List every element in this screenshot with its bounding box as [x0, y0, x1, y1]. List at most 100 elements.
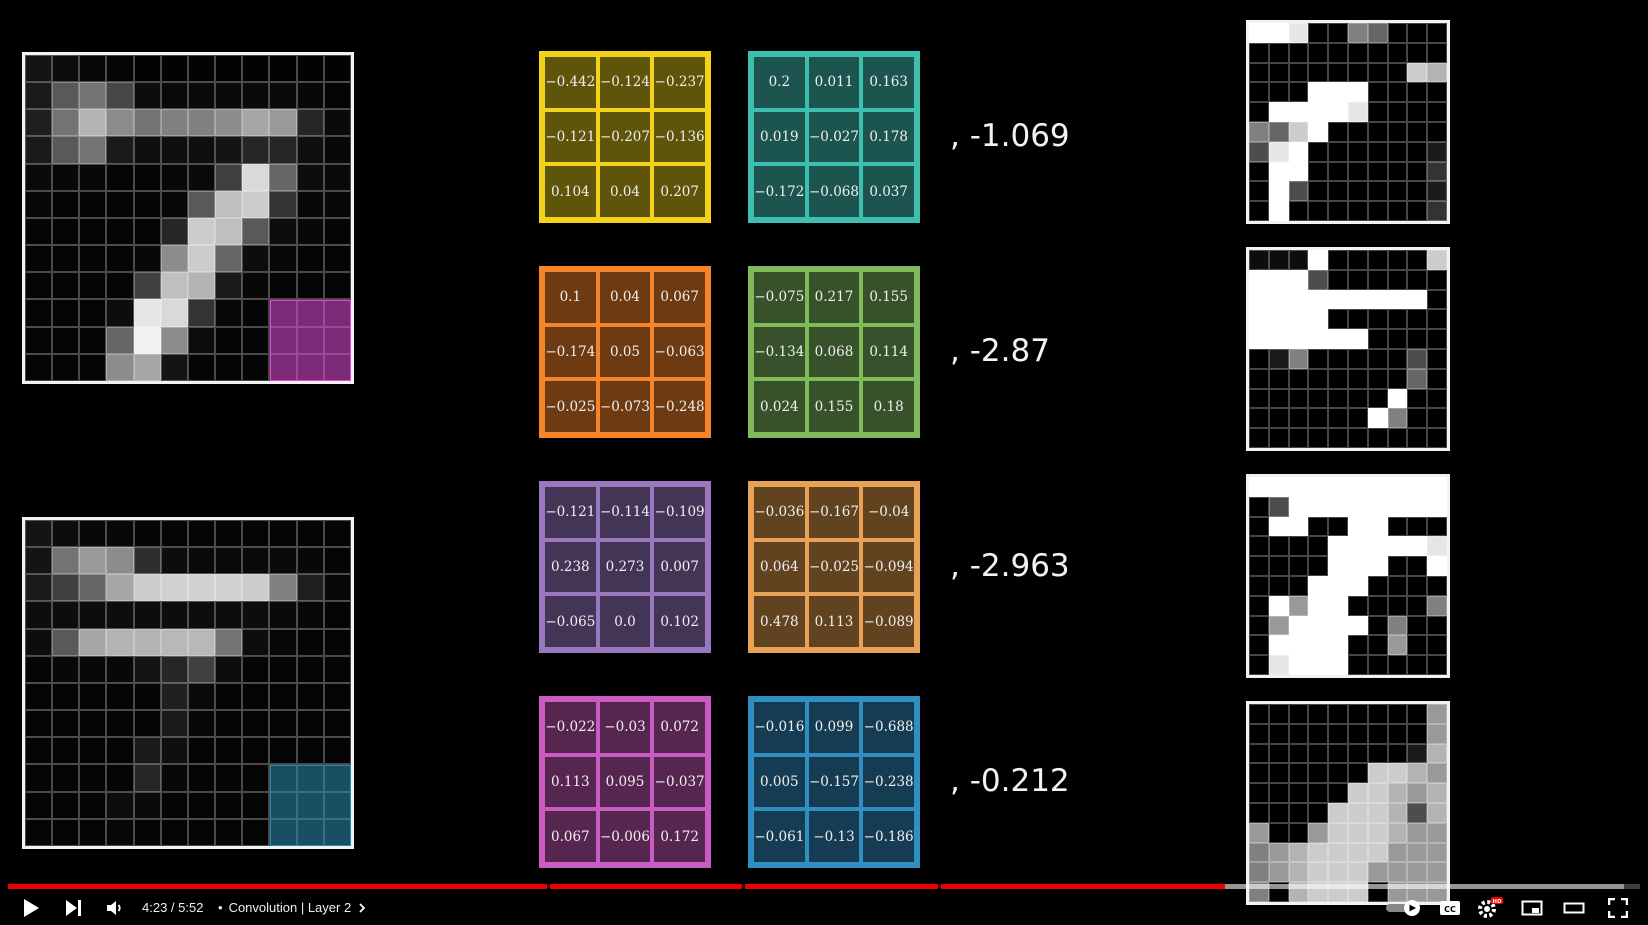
output-pixel — [1387, 161, 1408, 182]
output-pixel — [1268, 102, 1289, 122]
input-pixel — [133, 55, 161, 83]
input-pixel — [106, 353, 134, 381]
output-pixel — [1328, 121, 1348, 142]
output-pixel — [1308, 536, 1329, 557]
output-pixel — [1249, 309, 1269, 330]
output-pixel — [1347, 102, 1368, 122]
output-pixel — [1308, 201, 1329, 221]
output-pixel — [1249, 161, 1269, 182]
output-pixel — [1367, 862, 1388, 883]
input-pixel — [79, 818, 107, 846]
kernel-weight: −0.016 — [752, 700, 807, 755]
output-pixel — [1328, 595, 1348, 616]
next-button[interactable] — [56, 890, 90, 925]
output-pixel — [1407, 635, 1428, 656]
settings-button[interactable]: HD — [1472, 890, 1508, 925]
output-pixel — [1249, 201, 1269, 221]
input-pixel — [25, 55, 53, 83]
output-pixel — [1328, 723, 1348, 744]
kernel-weight: −0.025 — [543, 379, 598, 434]
kernel-weight: −0.075 — [752, 270, 807, 325]
output-pixel — [1367, 141, 1388, 162]
output-pixel — [1367, 595, 1388, 616]
output-pixel — [1387, 428, 1408, 448]
kernel-weight: 0.064 — [752, 539, 807, 595]
input-pixel — [133, 791, 161, 819]
miniplayer-icon — [1521, 900, 1543, 915]
kernel-weight: −0.167 — [806, 485, 862, 540]
input-pixel — [79, 163, 107, 191]
kernel-weight: −0.065 — [543, 594, 598, 649]
output-pixel — [1328, 802, 1348, 823]
kernel-weight: 0.163 — [861, 55, 916, 110]
kernel-weight: −0.13 — [806, 809, 862, 864]
input-pixel — [242, 574, 270, 602]
input-pixel — [323, 682, 351, 711]
output-pixel — [1367, 635, 1388, 656]
kernel-weight: 0.113 — [806, 594, 862, 649]
feature-map-3 — [1246, 474, 1450, 678]
theater-button[interactable] — [1556, 890, 1592, 925]
output-pixel — [1427, 763, 1447, 784]
miniplayer-button[interactable] — [1514, 890, 1550, 925]
kernel-weight: 0.099 — [806, 700, 862, 755]
captions-button[interactable]: CC — [1432, 890, 1468, 925]
autoplay-toggle[interactable] — [1382, 890, 1428, 925]
output-pixel — [1288, 141, 1309, 162]
output-pixel — [1407, 882, 1428, 902]
input-pixel — [160, 764, 188, 792]
kernel-weight: 0.068 — [806, 324, 862, 380]
input-pixel — [25, 547, 53, 575]
output-pixel — [1387, 763, 1408, 784]
output-pixel — [1268, 743, 1289, 764]
input-pixel — [187, 520, 216, 548]
fullscreen-button[interactable] — [1600, 890, 1636, 925]
input-pixel — [296, 163, 324, 191]
input-pixel — [160, 109, 188, 137]
input-pixel — [242, 217, 270, 246]
output-pixel — [1308, 348, 1329, 369]
chapter-title: Convolution | Layer 2 — [228, 900, 352, 915]
volume-button[interactable] — [98, 890, 132, 925]
progress-bar[interactable] — [8, 884, 1640, 889]
kernel-weight: −0.03 — [597, 700, 653, 755]
input-pixel — [25, 163, 53, 191]
output-pixel — [1427, 575, 1447, 596]
input-pixel — [323, 547, 351, 575]
output-pixel — [1407, 822, 1428, 843]
output-pixel — [1427, 822, 1447, 843]
input-pixel — [160, 326, 188, 354]
input-pixel — [52, 136, 80, 164]
kernel-weight: 0.478 — [752, 594, 807, 649]
input-pixel — [242, 55, 270, 83]
input-pixel — [106, 136, 134, 164]
input-pixel — [215, 791, 243, 819]
output-pixel — [1249, 477, 1269, 497]
input-pixel — [323, 601, 351, 629]
output-pixel — [1407, 201, 1428, 221]
kernel-weight: 0.104 — [543, 164, 598, 219]
kernel-weight: 0.072 — [652, 700, 707, 755]
input-pixel — [296, 628, 324, 656]
input-pixel — [269, 601, 297, 629]
play-button[interactable] — [14, 890, 48, 925]
output-pixel — [1308, 595, 1329, 616]
input-pixel — [25, 818, 53, 846]
output-pixel — [1367, 842, 1388, 863]
kernel-weight: −0.136 — [652, 109, 707, 165]
input-pixel — [215, 190, 243, 218]
output-pixel — [1427, 862, 1447, 883]
output-pixel — [1249, 269, 1269, 290]
kernel-weight: −0.061 — [752, 809, 807, 864]
input-pixel — [160, 628, 188, 656]
output-pixel — [1367, 121, 1388, 142]
chapter-button[interactable]: • Convolution | Layer 2 — [213, 890, 369, 925]
output-pixel — [1288, 102, 1309, 122]
output-pixel — [1328, 368, 1348, 389]
feature-map-grid-2 — [1249, 250, 1447, 448]
input-pixel — [52, 655, 80, 683]
kernel-weight: 0.04 — [597, 164, 653, 219]
input-pixel — [79, 574, 107, 602]
output-pixel — [1249, 496, 1269, 517]
